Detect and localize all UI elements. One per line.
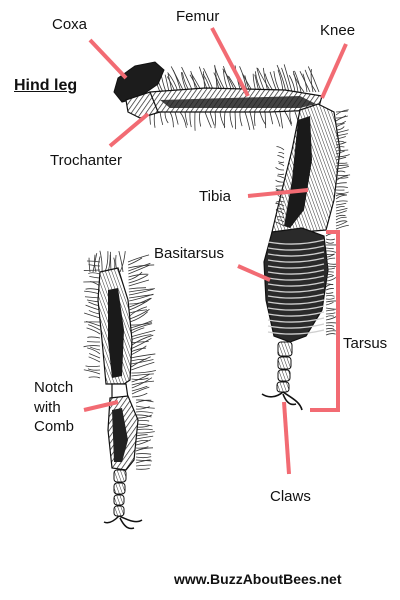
leader-lines (83, 27, 348, 475)
label-notch-with-comb: Notch with Comb (34, 378, 74, 437)
knee-leader (320, 43, 348, 99)
tarsal-segments (276, 341, 293, 393)
label-basitarsus: Basitarsus (154, 245, 225, 262)
femur-shadow (160, 96, 316, 108)
main-leg (113, 61, 351, 411)
notch-leader (83, 400, 119, 412)
label-tarsus: Tarsus (343, 335, 388, 352)
coxa-segment (113, 61, 165, 103)
label-notch-line3: Comb (34, 418, 75, 435)
basitarsus-bands (267, 239, 325, 335)
side-claws (103, 515, 143, 530)
label-femur: Femur (176, 8, 220, 25)
diagram-title: Hind leg (14, 77, 78, 94)
side-basitarsus-dark (112, 408, 128, 462)
label-knee: Knee (320, 22, 356, 39)
label-claws: Claws (270, 488, 311, 505)
label-tibia: Tibia (199, 188, 231, 205)
label-notch-line2: with (34, 398, 61, 416)
trochanter-leader (108, 112, 150, 148)
femur-leader (210, 27, 250, 97)
side-tibia-dark (108, 288, 124, 378)
side-tarsal-segments (113, 469, 127, 517)
label-trochanter: Trochanter (50, 152, 122, 169)
label-notch-line1: Notch (34, 379, 74, 396)
tibia-leader (247, 188, 309, 198)
side-leg (83, 250, 156, 530)
coxa-leader (88, 38, 128, 80)
tarsus-bracket (310, 230, 340, 412)
claws-drawing (261, 391, 303, 411)
basitarsus-leader (237, 264, 271, 282)
basitarsus-segment (263, 227, 329, 343)
label-coxa: Coxa (52, 16, 88, 33)
claws-leader (282, 401, 291, 475)
tibia-dark (284, 116, 312, 228)
site-credit: www.BuzzAboutBees.net (174, 571, 342, 587)
